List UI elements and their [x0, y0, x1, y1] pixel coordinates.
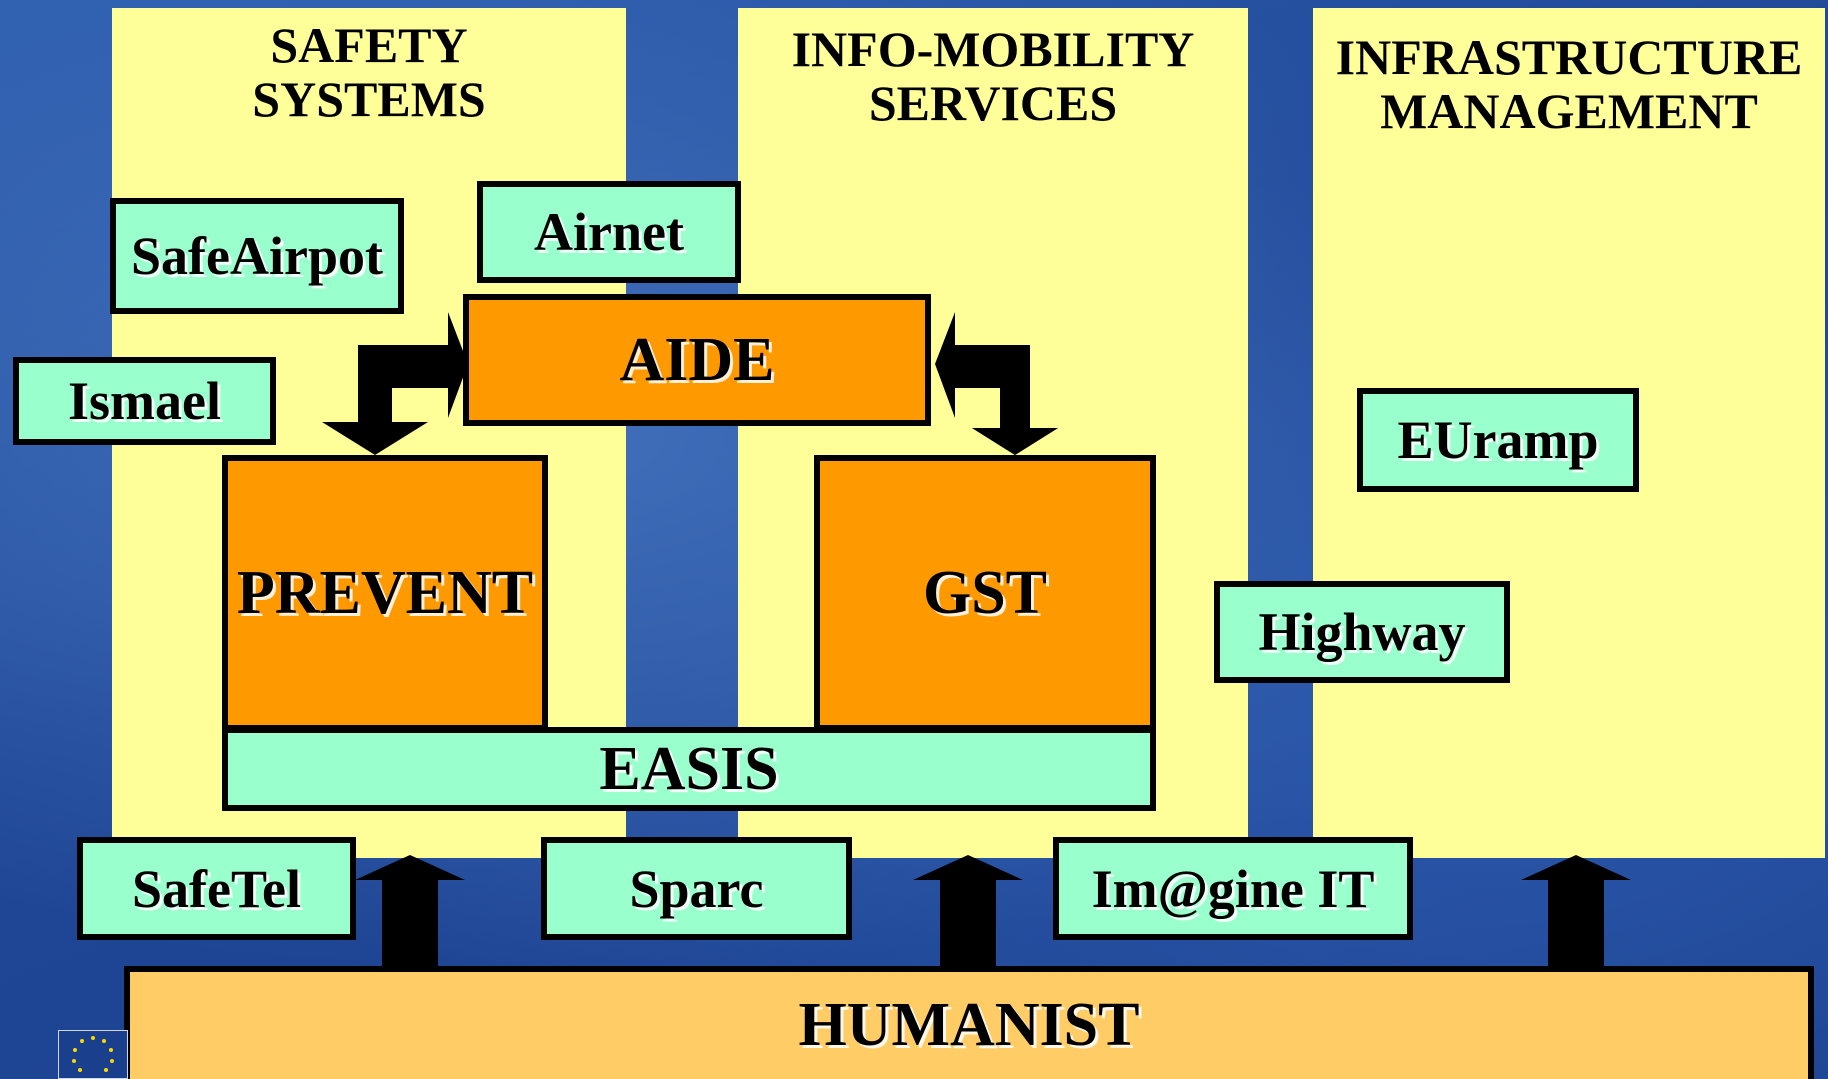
- arrow-up-icon: [913, 855, 1023, 975]
- prevent-label: PREVENT: [236, 558, 534, 627]
- euramp-box: EUramp: [1357, 388, 1639, 492]
- safety-systems-title: SAFETY SYSTEMS: [252, 17, 486, 127]
- highway-box: Highway: [1214, 581, 1510, 683]
- easis-label: EASIS: [599, 734, 779, 803]
- aide-label: AIDE: [619, 325, 775, 394]
- easis-box: EASIS: [222, 727, 1156, 811]
- airnet-box: Airnet: [477, 181, 741, 283]
- infrastructure-title: INFRASTRUCTURE MANAGEMENT: [1335, 29, 1803, 139]
- ismael-label: Ismael: [68, 371, 221, 431]
- ismael-box: Ismael: [13, 357, 276, 445]
- highway-label: Highway: [1258, 602, 1466, 662]
- aide-box: AIDE: [463, 294, 931, 426]
- prevent-box: PREVENT: [222, 455, 548, 731]
- airnet-label: Airnet: [534, 202, 684, 262]
- safetel-label: SafeTel: [131, 858, 301, 919]
- aide-prevent-arrow: [322, 312, 468, 455]
- imagine-it-label: Im@gine IT: [1091, 858, 1375, 919]
- gst-box: GST: [814, 455, 1156, 731]
- aide-gst-arrow: [935, 312, 1058, 455]
- safeairpot-box: SafeAirpot: [110, 198, 404, 314]
- safeairpot-label: SafeAirpot: [131, 226, 383, 286]
- info-mobility-title: INFO-MOBILITY SERVICES: [791, 21, 1195, 131]
- eu-flag-icon: [58, 1030, 128, 1079]
- humanist-label: HUMANIST: [798, 991, 1140, 1059]
- imagine-it-box: Im@gine IT: [1053, 837, 1413, 940]
- gst-label: GST: [922, 558, 1048, 627]
- arrow-up-icon: [1521, 855, 1631, 975]
- euramp-label: EUramp: [1397, 410, 1599, 470]
- safetel-box: SafeTel: [77, 837, 356, 940]
- sparc-label: Sparc: [629, 858, 764, 919]
- sparc-box: Sparc: [541, 837, 852, 940]
- arrow-up-icon: [355, 855, 465, 975]
- humanist-box: HUMANIST: [124, 966, 1814, 1079]
